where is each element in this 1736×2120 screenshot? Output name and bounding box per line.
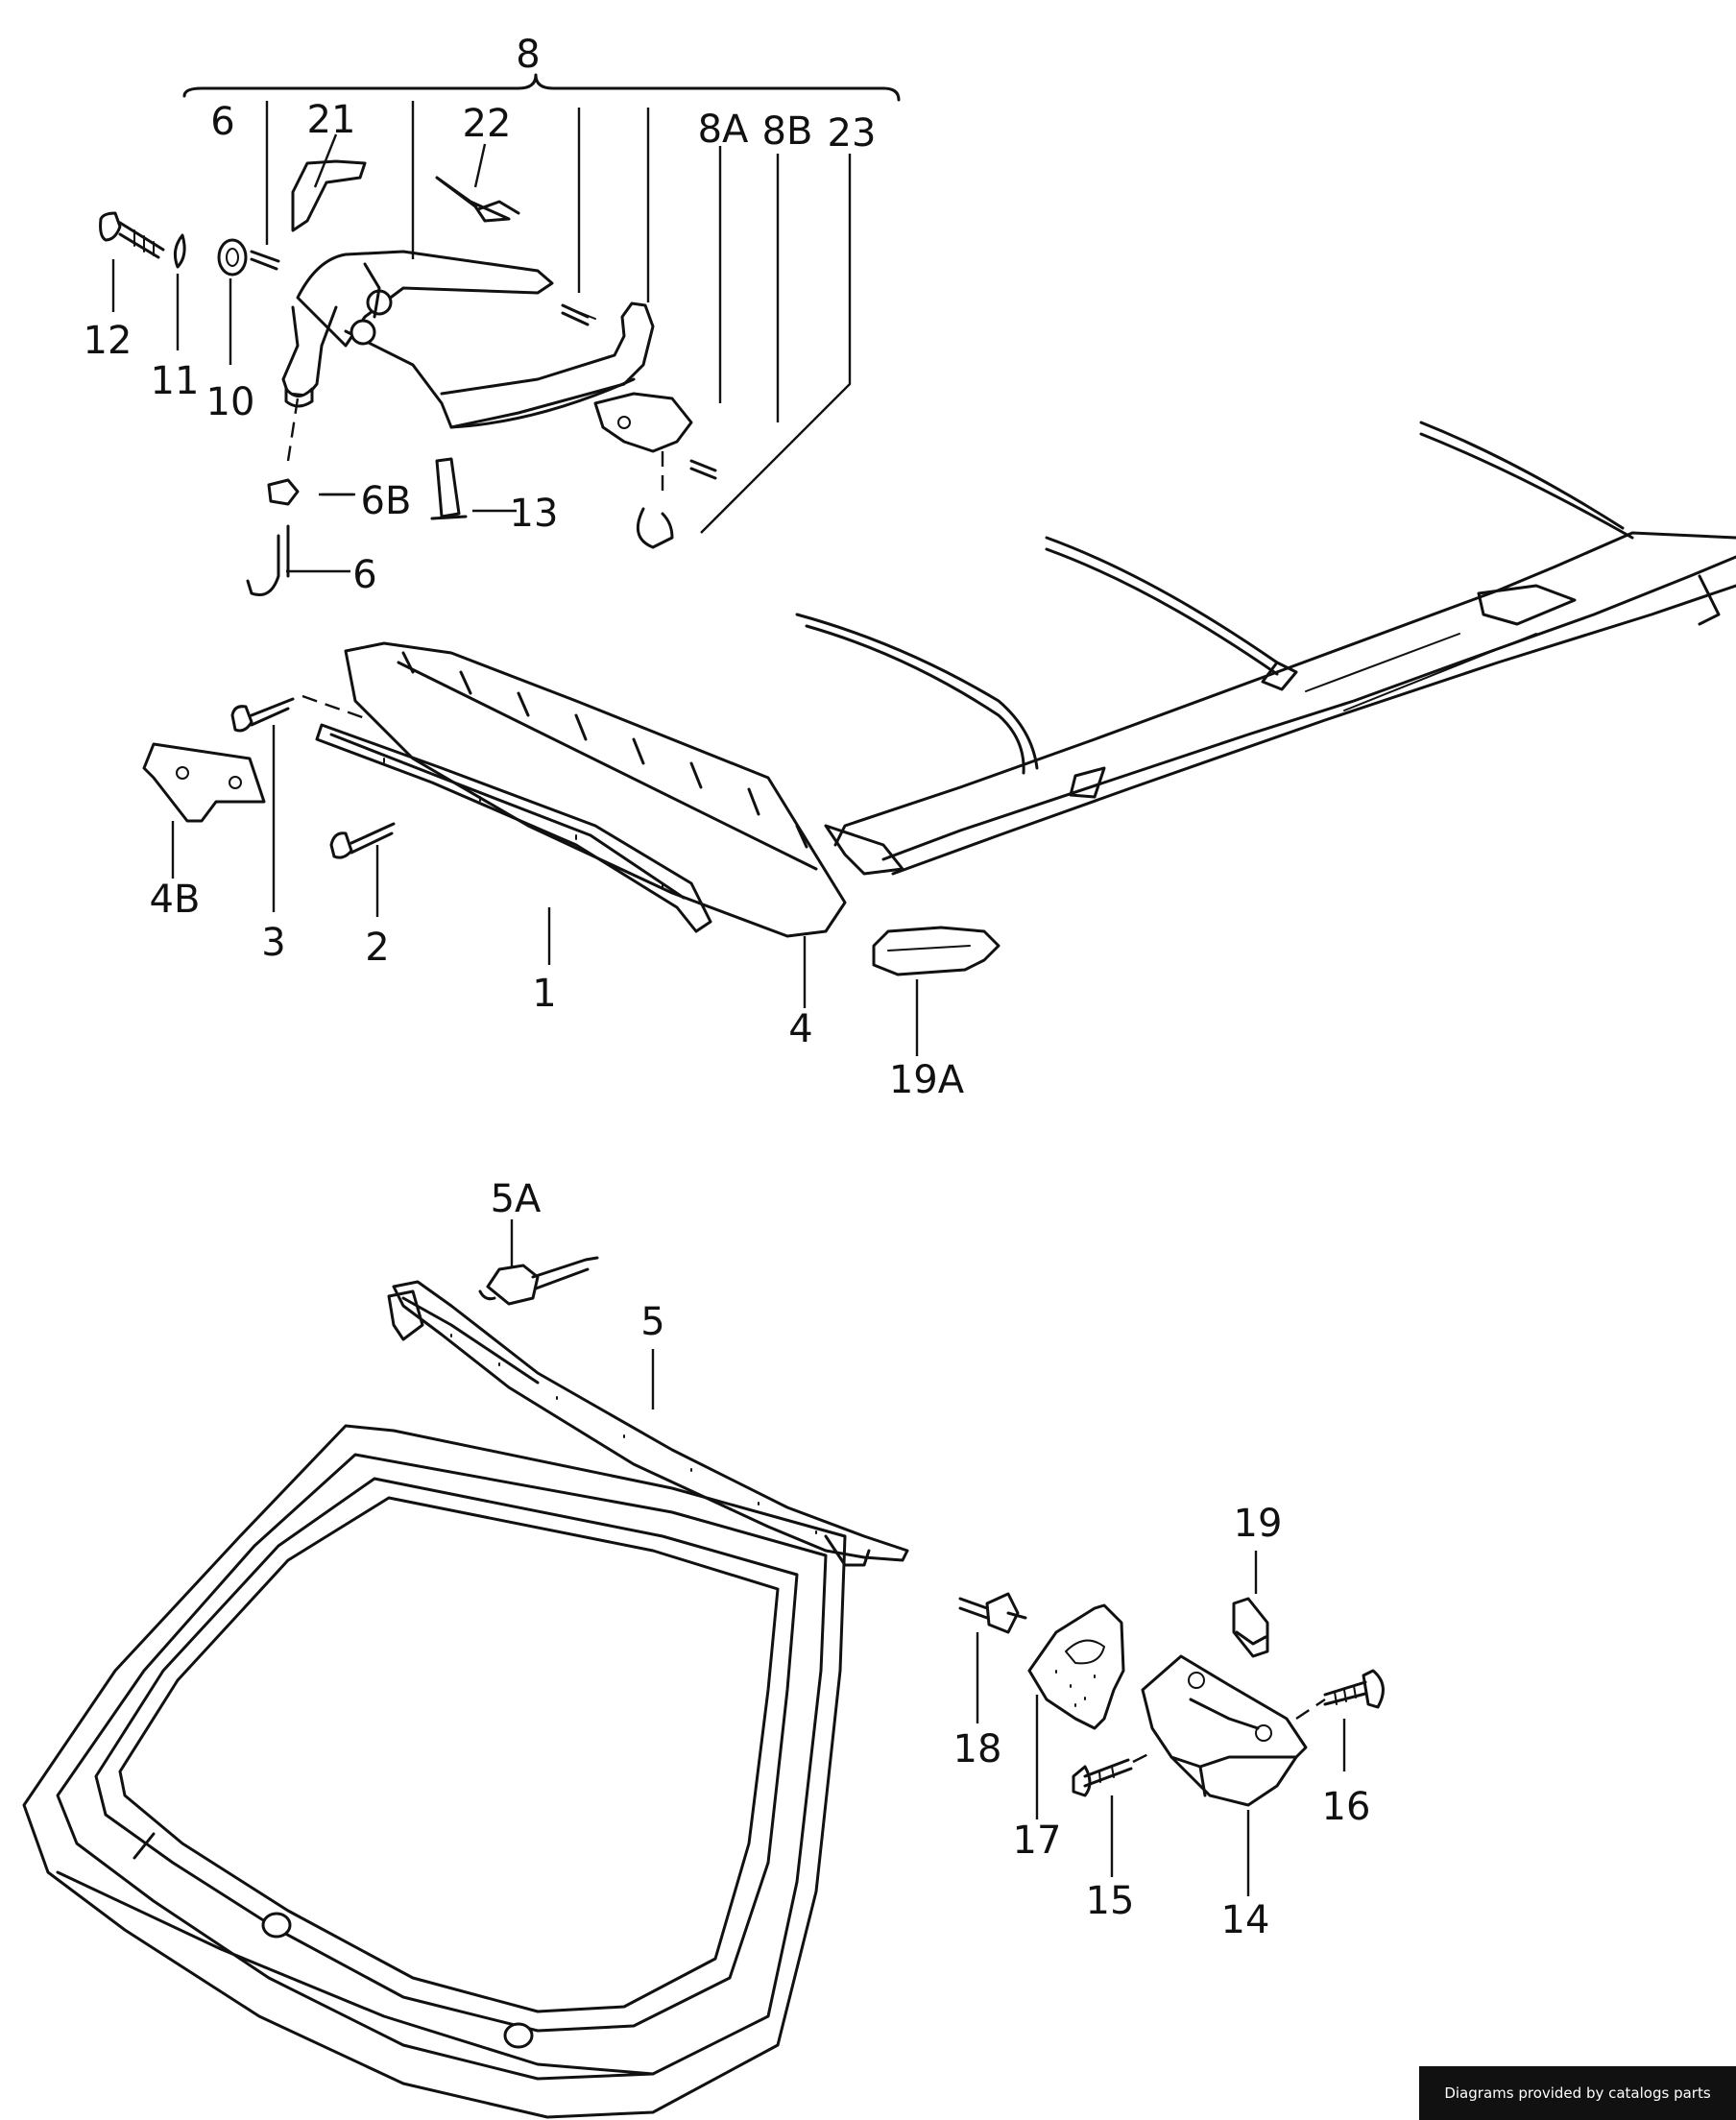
- label-23: 23: [828, 111, 877, 156]
- label-19: 19: [1234, 1502, 1283, 1546]
- label-12: 12: [84, 319, 133, 363]
- bracket-4b: [142, 742, 266, 823]
- label-4: 4: [788, 1007, 812, 1051]
- label-4B: 4B: [150, 878, 201, 922]
- clip-19: [1232, 1597, 1269, 1658]
- label-3: 3: [261, 921, 285, 965]
- leader-lines: [111, 101, 1346, 1896]
- small-hardware: [99, 211, 468, 596]
- trim-end-cap: [872, 926, 1001, 976]
- windshield-frame: [22, 1424, 847, 2119]
- credit-banner: Diagrams provided by catalogs parts: [1419, 2066, 1736, 2120]
- label-5: 5: [640, 1300, 664, 1344]
- bolt-15: [1072, 1750, 1153, 1797]
- label-2: 2: [365, 926, 389, 970]
- seal-strip: [315, 723, 712, 933]
- screw-2: [329, 822, 396, 859]
- label-10: 10: [206, 380, 255, 424]
- label-11: 11: [151, 359, 200, 403]
- trim-panel: [344, 641, 847, 938]
- bracket-17: [1027, 1603, 1125, 1730]
- label-22: 22: [463, 102, 512, 146]
- label-15: 15: [1086, 1879, 1135, 1923]
- screw-3: [230, 694, 366, 733]
- label-8B: 8B: [762, 109, 813, 154]
- label-6B: 6B: [361, 479, 412, 523]
- label-13: 13: [510, 492, 559, 536]
- bolt-16: [1295, 1669, 1385, 1720]
- roof-frame: [795, 421, 1736, 876]
- rivet: [478, 1256, 599, 1306]
- label-19A: 19A: [889, 1058, 965, 1102]
- label-16: 16: [1322, 1785, 1371, 1829]
- clip-18: [958, 1592, 1027, 1634]
- windshield-seal: [387, 1280, 909, 1567]
- label-6-lower: 6: [352, 553, 376, 597]
- label-6-top: 6: [210, 100, 234, 144]
- label-17: 17: [1013, 1819, 1062, 1863]
- label-5A: 5A: [491, 1177, 542, 1221]
- hinge-14: [1141, 1654, 1308, 1807]
- label-18: 18: [953, 1727, 1002, 1771]
- latch-handle-assembly: [182, 73, 901, 549]
- label-21: 21: [307, 98, 356, 142]
- label-14: 14: [1221, 1898, 1270, 1942]
- callout-labels: 8 6 21 22 8A 8B 23 12 11 10 6B 13 6 4B 3…: [84, 33, 1371, 1942]
- label-1: 1: [532, 972, 556, 1016]
- label-8: 8: [516, 33, 540, 77]
- label-8A: 8A: [698, 108, 749, 152]
